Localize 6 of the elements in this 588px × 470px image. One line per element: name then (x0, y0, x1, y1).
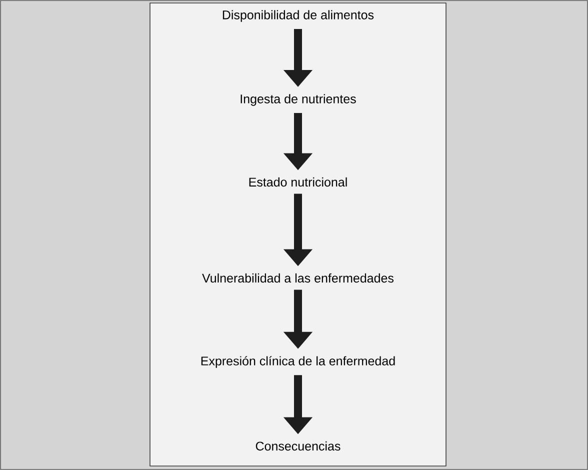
step-text: Vulnerabilidad a las enfermedades (202, 273, 394, 283)
step-text: Ingesta de nutrientes (240, 94, 356, 106)
step-text: Disponibilidad de alimentos (222, 10, 374, 22)
step-text: Consecuencias (256, 441, 340, 451)
step-text: Expresión clínica de la enfermedad (201, 356, 395, 368)
step-text: Estado nutricional (249, 177, 347, 187)
